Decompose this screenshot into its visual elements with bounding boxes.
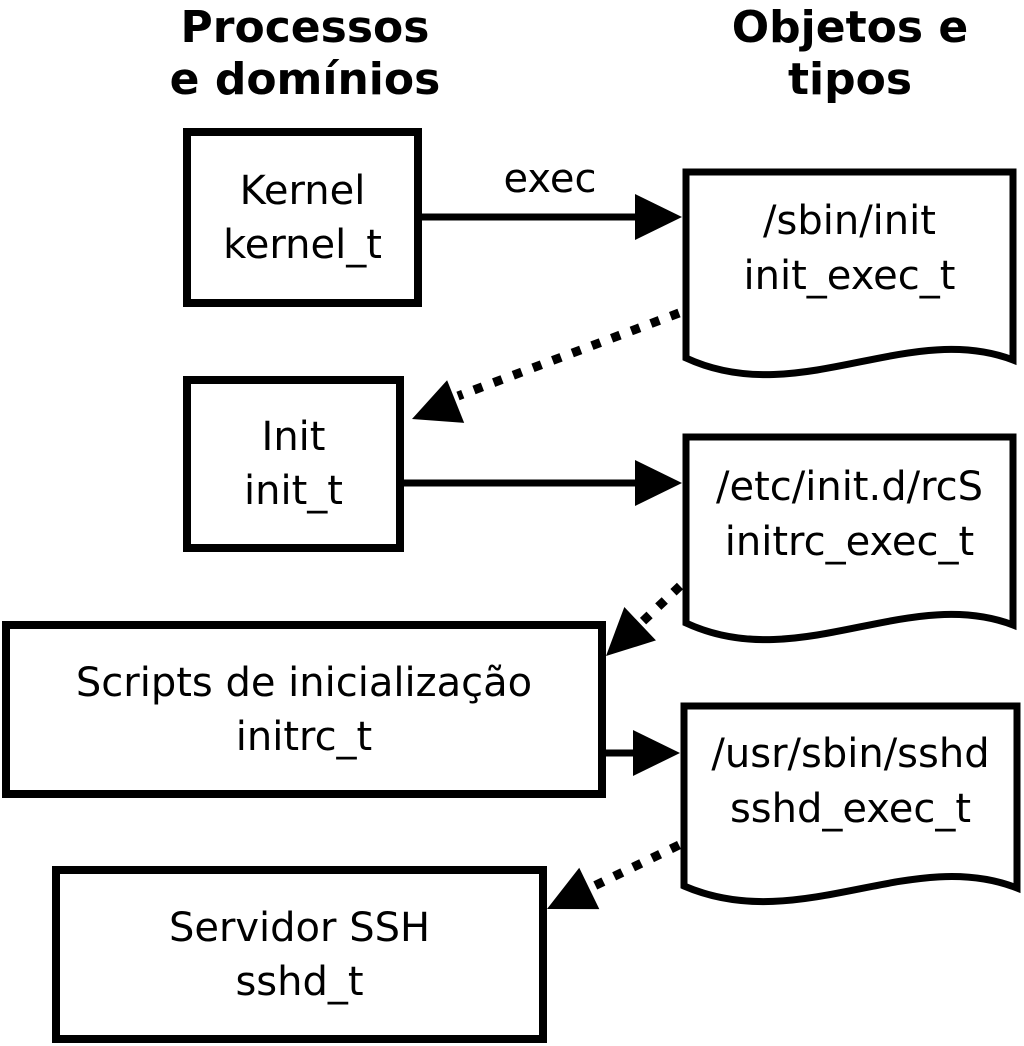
- column-header-objects-line2: tipos: [787, 54, 913, 105]
- process-name: Kernel: [239, 167, 366, 214]
- object-path: /usr/sbin/sshd: [711, 731, 990, 777]
- column-header-processes-line2: e domínios: [169, 54, 441, 105]
- arrowhead-kernel-to-sbin-init: [635, 194, 682, 240]
- process-type: init_t: [244, 468, 343, 514]
- transition-arrow-etc-initd-rcs-to-scripts: [635, 582, 684, 629]
- process-name: Servidor SSH: [168, 904, 431, 951]
- object-type: init_exec_t: [743, 253, 956, 299]
- process-box-init-scripts: Scripts de inicialização initrc_t: [2, 621, 606, 798]
- column-header-processes: Processos e domínios: [55, 2, 555, 106]
- object-doc-usr-sbin-sshd: /usr/sbin/sshd sshd_exec_t: [684, 727, 1017, 837]
- process-name: Init: [261, 414, 326, 460]
- transition-arrow-sbin-init-to-init: [456, 308, 681, 401]
- column-header-objects: Objetos e tipos: [600, 2, 1024, 106]
- process-box-ssh-server: Servidor SSH sshd_t: [52, 866, 547, 1043]
- arrowhead-init-to-etc-initd-rcs: [635, 460, 682, 506]
- process-box-init: Init init_t: [183, 376, 404, 552]
- process-name: Scripts de inicialização: [75, 659, 533, 706]
- process-type: initrc_t: [235, 713, 373, 760]
- column-header-processes-line1: Processos: [180, 2, 430, 53]
- process-type: kernel_t: [223, 221, 382, 268]
- object-type: sshd_exec_t: [729, 786, 972, 832]
- object-path: /etc/init.d/rcS: [715, 464, 984, 510]
- object-doc-etc-initd-rcs: /etc/init.d/rcS initrc_exec_t: [686, 460, 1013, 570]
- arrowhead-sbin-init-to-init: [412, 380, 465, 423]
- transition-arrow-usr-sbin-sshd-to-ssh-server: [586, 840, 681, 894]
- process-type: sshd_t: [235, 958, 364, 1005]
- process-box-kernel: Kernel kernel_t: [183, 128, 422, 307]
- object-type: initrc_exec_t: [724, 519, 975, 565]
- object-doc-sbin-init: /sbin/init init_exec_t: [686, 194, 1013, 304]
- object-path: /sbin/init: [763, 198, 936, 244]
- exec-arrow-label: exec: [503, 156, 597, 202]
- arrowhead-scripts-to-usr-sbin-sshd: [633, 730, 680, 776]
- column-header-objects-line1: Objetos e: [731, 2, 969, 53]
